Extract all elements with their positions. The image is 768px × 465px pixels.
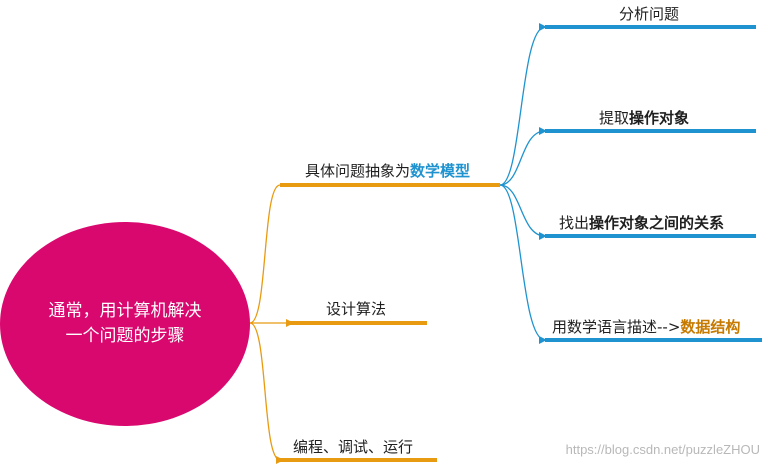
arrow-tip-relations <box>539 232 547 240</box>
node-model[interactable]: 具体问题抽象为数学模型 <box>305 160 470 181</box>
node-relations[interactable]: 找出操作对象之间的关系 <box>559 212 724 233</box>
root-line-1: 通常，用计算机解决 <box>48 301 202 321</box>
watermark: https://blog.csdn.net/puzzleZHOU <box>565 442 760 457</box>
node-coding[interactable]: 编程、调试、运行 <box>293 436 413 457</box>
node-relations-highlight: 操作对象之间的关系 <box>589 214 725 232</box>
arrow-tip-algorithm <box>286 319 294 327</box>
root-node[interactable]: 通常，用计算机解决 一个问题的步骤 <box>0 222 250 426</box>
node-extract-prefix: 提取 <box>599 109 630 127</box>
connector-model-to-relations <box>499 184 546 237</box>
node-extract-highlight: 操作对象 <box>629 109 690 127</box>
arrow-tip-coding <box>276 456 284 464</box>
root-line-2: 一个问题的步骤 <box>65 326 185 346</box>
connector-root-to-model <box>249 184 281 324</box>
node-algorithm-label: 设计算法 <box>326 300 387 318</box>
node-analyze[interactable]: 分析问题 <box>619 3 679 24</box>
node-analyze-label: 分析问题 <box>619 5 680 23</box>
node-relations-prefix: 找出 <box>559 214 590 232</box>
connector-model-to-analyze <box>499 26 546 186</box>
node-extract[interactable]: 提取操作对象 <box>599 107 689 128</box>
node-describe[interactable]: 用数学语言描述-->数据结构 <box>552 316 740 337</box>
arrow-tip-extract <box>539 127 547 135</box>
arrow-tip-describe <box>539 336 547 344</box>
connector-root-to-coding <box>249 322 281 461</box>
connector-model-to-extract <box>499 130 546 186</box>
node-describe-prefix: 用数学语言描述--> <box>552 318 681 336</box>
node-coding-label: 编程、调试、运行 <box>293 438 414 456</box>
node-describe-highlight: 数据结构 <box>680 318 741 336</box>
arrow-tip-analyze <box>539 23 547 31</box>
node-algorithm[interactable]: 设计算法 <box>326 298 386 319</box>
connector-model-to-describe <box>499 184 546 341</box>
node-model-highlight: 数学模型 <box>410 162 471 180</box>
node-model-prefix: 具体问题抽象为 <box>305 162 411 180</box>
